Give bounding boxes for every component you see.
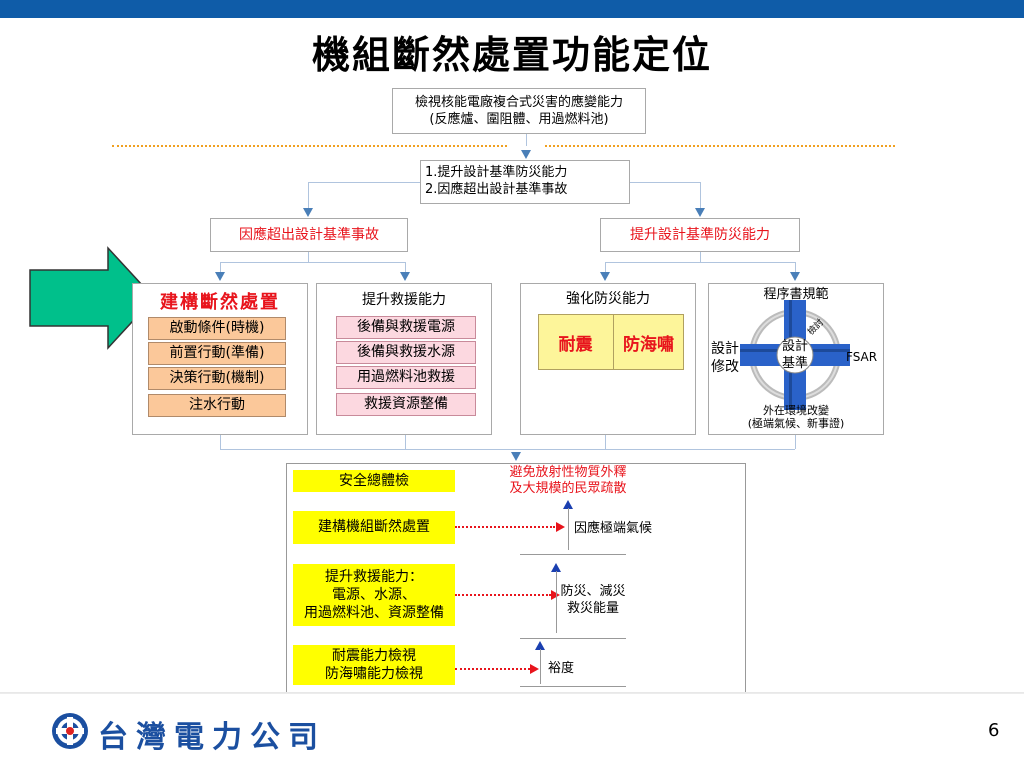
branch-left: 因應超出設計基準事故 (210, 218, 408, 252)
slide-title: 機組斷然處置功能定位 (311, 33, 712, 77)
level-margin: 裕度 (548, 661, 575, 676)
fsar-label: FSAR (846, 350, 878, 364)
lower-box-build-measures: 建構機組斷然處置 (293, 511, 455, 544)
blue-arrow-head (535, 641, 545, 650)
column-2-title: 提升救援能力 (362, 292, 446, 308)
goal-line-1: 1.提升設計基準防災能力 (425, 165, 568, 180)
review-box: 檢視核能電廠複合式災害的應變能力 (反應爐、圍阻體、用過燃料池) (392, 88, 646, 134)
column-4-title: 程序書規範 (763, 287, 829, 302)
company-name: 台灣電力公司 (98, 720, 326, 755)
lower-box-rescue-capability: 提升救援能力： 電源、水源、 用過燃料池、資源整備 (293, 564, 455, 626)
green-arrow-icon (29, 246, 156, 350)
goals-box: 1.提升設計基準防災能力 2.因應超出設計基準事故 (420, 160, 630, 204)
level-disaster-prevention: 防災、減災 救災能量 (560, 584, 626, 616)
col2-item: 後備與救援電源 (336, 316, 476, 339)
col2-item: 救援資源整備 (336, 393, 476, 416)
top-goal-text: 避免放射性物質外釋 及大規模的民眾疏散 (509, 465, 627, 496)
page-number: 6 (988, 720, 1000, 741)
red-arrow-head (556, 522, 565, 532)
col1-item: 注水行動 (148, 394, 286, 417)
strength-box (538, 314, 684, 370)
level-extreme-weather: 因應極端氣候 (574, 521, 653, 536)
footer (0, 694, 1024, 768)
column-1-title: 建構斷然處置 (160, 292, 280, 313)
lower-box-margin-check: 耐震能力檢視 防海嘯能力檢視 (293, 645, 455, 685)
tsunami-label: 防海嘯 (623, 335, 674, 355)
col1-item: 前置行動(準備) (148, 342, 286, 365)
design-modify-label: 設計 修改 (711, 341, 739, 375)
separator-left (112, 145, 507, 147)
col1-item: 啟動條件(時機) (148, 317, 286, 340)
col1-item: 決策行動(機制) (148, 367, 286, 390)
blue-arrow-head (551, 563, 561, 572)
review-line-2: (反應爐、圍阻體、用過燃料池) (429, 112, 609, 127)
taipower-logo-icon (52, 713, 88, 749)
col2-item: 用過燃料池救援 (336, 366, 476, 389)
top-accent-bar (0, 0, 1024, 18)
separator-right (545, 145, 895, 147)
environment-change-label: 外在環境改變 (極端氣候、新事證) (747, 404, 845, 430)
arrow-down-1 (521, 150, 531, 159)
lower-box-safety-check: 安全總體檢 (293, 470, 455, 492)
goal-line-2: 2.因應超出設計基準事故 (425, 182, 568, 197)
design-basis-cross-diagram (740, 300, 850, 410)
red-arrow-head (551, 590, 560, 600)
branch-right: 提升設計基準防災能力 (600, 218, 800, 252)
col2-item: 後備與救援水源 (336, 341, 476, 364)
arrow-down-lower (511, 452, 521, 461)
design-basis-label: 設計 基準 (781, 339, 808, 371)
seismic-label: 耐震 (558, 335, 593, 355)
red-arrow-head (530, 664, 539, 674)
review-line-1: 檢視核能電廠複合式災害的應變能力 (414, 95, 623, 110)
blue-arrow-head (563, 500, 573, 509)
column-3-title: 強化防災能力 (566, 291, 650, 307)
